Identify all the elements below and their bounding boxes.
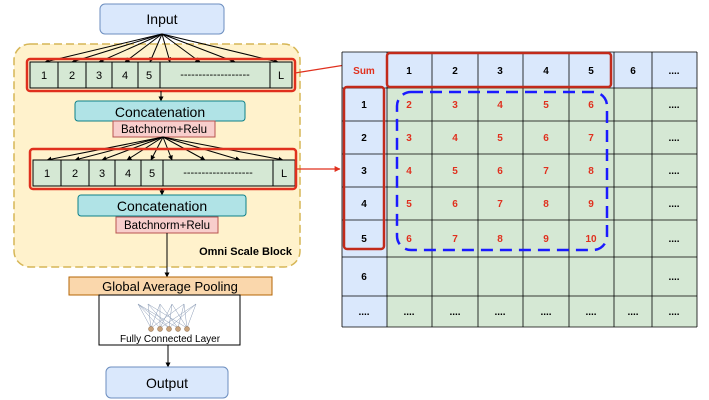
sum-cell: 6 <box>452 199 458 210</box>
ellipsis-cell: .... <box>668 307 679 318</box>
output-box <box>105 366 229 399</box>
ellipsis-cell: .... <box>668 272 679 283</box>
ellipsis-cell: .... <box>403 307 414 318</box>
row-header: 6 <box>361 272 367 283</box>
row-header: 1 <box>361 100 367 111</box>
kernel-dashes: ------------------- <box>180 69 250 81</box>
sum-cell: 7 <box>588 133 594 144</box>
table-corner: Sum <box>353 66 375 77</box>
sum-cell: 3 <box>452 100 458 111</box>
col-header: 2 <box>452 66 458 77</box>
sum-cell: 6 <box>543 133 549 144</box>
kernel-cell: 2 <box>69 70 75 82</box>
output-label: Output <box>146 375 188 391</box>
kernel-cell: 4 <box>122 70 128 82</box>
highlight-row-headers <box>342 85 386 251</box>
concat-label-1: Concatenation <box>115 104 205 120</box>
col-header: 4 <box>543 66 549 77</box>
sum-cell: 8 <box>543 199 549 210</box>
kernel-cell: 2 <box>72 168 78 180</box>
gap-label: Global Average Pooling <box>102 279 238 294</box>
col-header: 3 <box>497 66 503 77</box>
sum-cell: 6 <box>406 234 412 245</box>
sum-cell: 4 <box>497 100 503 111</box>
ellipsis-cell: .... <box>585 307 596 318</box>
kernel-cell: L <box>281 168 287 180</box>
kernel-cell: 1 <box>44 168 50 180</box>
highlight-sum-region <box>395 90 609 252</box>
kernel-cell: 4 <box>125 168 131 180</box>
kernel-cell: 5 <box>146 70 152 82</box>
col-header: 6 <box>630 66 636 77</box>
sum-cell: 6 <box>497 166 503 177</box>
sum-cell: 4 <box>406 166 412 177</box>
bn-label-1: Batchnorm+Relu <box>121 124 207 136</box>
sum-cell: 4 <box>452 133 458 144</box>
sum-cell: 8 <box>588 166 594 177</box>
kernel-row-1: 1 2 3 4 5 ------------------- L <box>29 61 293 89</box>
ellipsis-cell: .... <box>540 307 551 318</box>
row-header: 5 <box>361 234 367 245</box>
sum-cell: 10 <box>585 234 597 245</box>
sum-cell: 5 <box>543 100 549 111</box>
sum-table: Sum 1 2 3 4 5 6 .... 1 2 3 4 5 6 .... 2 … <box>341 51 698 328</box>
sum-cell: 5 <box>406 199 412 210</box>
ellipsis-cell: .... <box>627 307 638 318</box>
bn-label-2: Batchnorm+Relu <box>124 220 210 232</box>
concat-box-2 <box>77 194 247 217</box>
sum-cell: 3 <box>406 133 412 144</box>
kernel-cell: L <box>278 70 284 82</box>
sum-cell: 9 <box>543 234 549 245</box>
ellipsis-cell: .... <box>668 234 679 245</box>
row-header: 2 <box>361 133 367 144</box>
kernel-dashes: ------------------- <box>183 167 253 179</box>
omni-scale-block-label: Omni Scale Block <box>199 246 293 258</box>
kernel-cell: 3 <box>99 168 105 180</box>
input-label: Input <box>146 11 177 27</box>
ellipsis-cell: .... <box>668 133 679 144</box>
sum-cell: 5 <box>452 166 458 177</box>
kernel-cell: 1 <box>41 70 47 82</box>
ellipsis-cell: .... <box>668 166 679 177</box>
sum-cell: 2 <box>406 100 412 111</box>
row-header: 3 <box>361 166 367 177</box>
sum-cell: 6 <box>588 100 594 111</box>
col-header: 1 <box>406 66 412 77</box>
sum-cell: 9 <box>588 199 594 210</box>
kernel-cell: 3 <box>96 70 102 82</box>
ellipsis-cell: .... <box>668 100 679 111</box>
fanout-arrows-top <box>44 33 279 64</box>
fc-label: Fully Connected Layer <box>120 334 221 345</box>
ellipsis-cell: .... <box>494 307 505 318</box>
ellipsis-cell: .... <box>449 307 460 318</box>
row-header: .... <box>358 307 369 318</box>
fc-network-icon <box>137 303 197 332</box>
highlight-col-headers <box>385 51 613 89</box>
col-header: .... <box>668 66 679 77</box>
kernel-row-2: 1 2 3 4 5 ------------------- L <box>32 159 296 187</box>
sum-cell: 7 <box>497 199 503 210</box>
row-header: 4 <box>361 199 367 210</box>
col-header: 5 <box>588 66 594 77</box>
sum-cell: 7 <box>452 234 458 245</box>
concat-label-2: Concatenation <box>117 198 207 214</box>
sum-cell: 7 <box>543 166 549 177</box>
kernel-cell: 5 <box>149 168 155 180</box>
fc-box <box>98 294 241 346</box>
ellipsis-cell: .... <box>668 199 679 210</box>
sum-cell: 5 <box>497 133 503 144</box>
sum-cell: 8 <box>497 234 503 245</box>
